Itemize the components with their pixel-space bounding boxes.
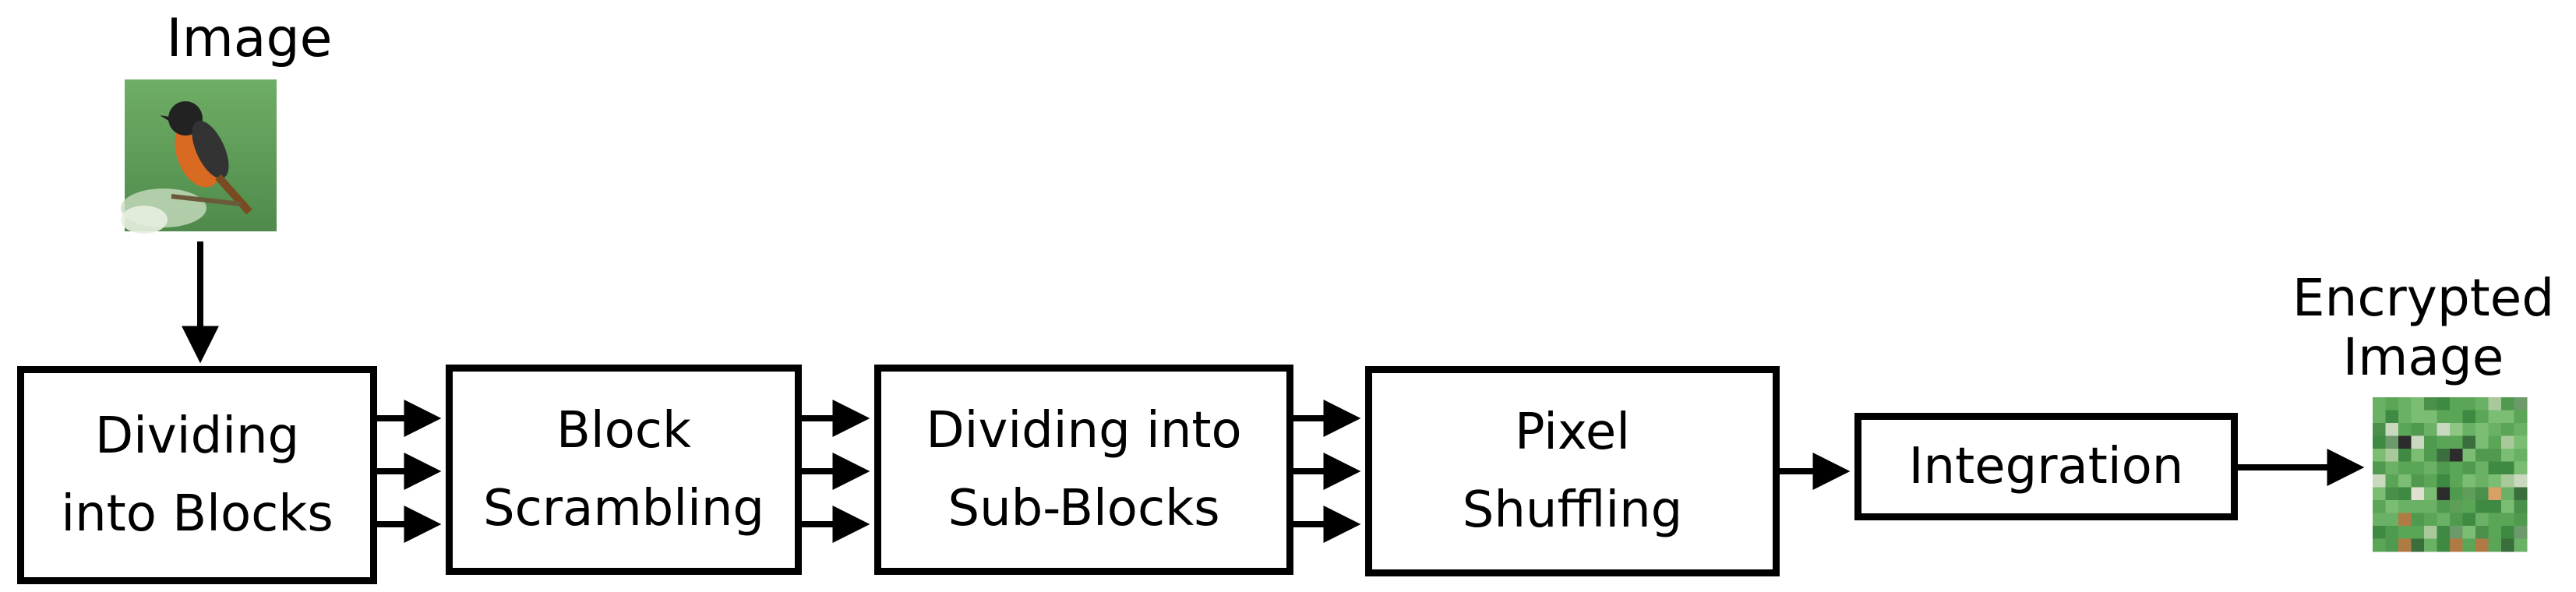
input-image-label: Image (166, 8, 333, 69)
integration-label: Integration (1908, 438, 2184, 495)
pixel-shuffling-label: Pixel Shuffling (1462, 403, 1683, 539)
dividing-into-blocks-box: Dividing into Blocks (17, 366, 377, 584)
output-image-label: Encrypted Image (2292, 268, 2555, 387)
encrypted-image (2373, 397, 2528, 552)
pixel-shuffling-box: Pixel Shuffling (1365, 366, 1780, 576)
block-scrambling-label: Block Scrambling (482, 402, 765, 537)
dividing-into-sub-blocks-box: Dividing into Sub-Blocks (874, 365, 1293, 575)
dividing-into-sub-blocks-label: Dividing into Sub-Blocks (926, 402, 1242, 537)
dividing-into-blocks-label: Dividing into Blocks (61, 407, 333, 543)
block-scrambling-box: Block Scrambling (446, 365, 802, 575)
integration-box: Integration (1854, 413, 2238, 520)
